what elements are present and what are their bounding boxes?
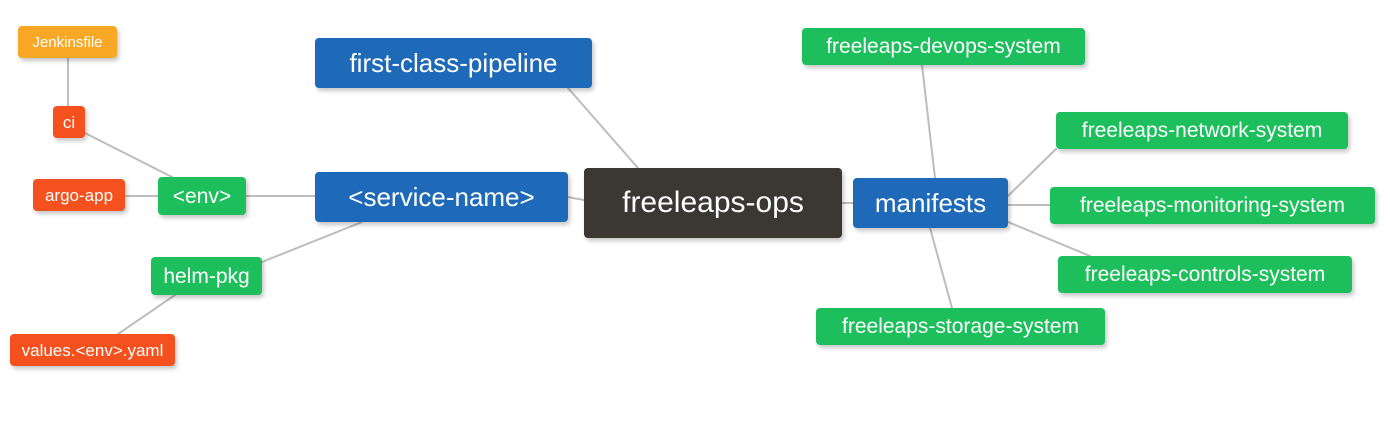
- mindmap-node-label-service-name: <service-name>: [348, 182, 535, 212]
- mindmap-node-label-freeleaps-ops: freeleaps-ops: [622, 186, 804, 219]
- mindmap-edge-service-name-to-helm-pkg: [261, 221, 363, 263]
- mindmap-node-label-first-class-pipeline: first-class-pipeline: [349, 48, 558, 78]
- mindmap-edge-manifests-to-freeleaps-controls-system: [1007, 221, 1091, 257]
- mindmap-node-freeleaps-ops[interactable]: freeleaps-ops: [584, 168, 842, 238]
- mindmap-node-freeleaps-devops-system[interactable]: freeleaps-devops-system: [802, 28, 1085, 65]
- mindmap-node-freeleaps-storage-system[interactable]: freeleaps-storage-system: [816, 308, 1105, 345]
- mindmap-node-env[interactable]: <env>: [158, 177, 246, 215]
- mindmap-node-label-jenkinsfile: Jenkinsfile: [32, 33, 103, 51]
- mindmap-node-jenkinsfile[interactable]: Jenkinsfile: [18, 26, 117, 58]
- mindmap-node-argo-app[interactable]: argo-app: [33, 179, 125, 211]
- mindmap-node-values-env-yaml[interactable]: values.<env>.yaml: [10, 334, 175, 366]
- mindmap-node-first-class-pipeline[interactable]: first-class-pipeline: [315, 38, 592, 88]
- mindmap-node-label-freeleaps-network-system: freeleaps-network-system: [1081, 119, 1323, 142]
- mindmap-node-helm-pkg[interactable]: helm-pkg: [151, 257, 262, 295]
- mindmap-edge-env-to-ci: [84, 132, 173, 178]
- mindmap-node-freeleaps-network-system[interactable]: freeleaps-network-system: [1056, 112, 1348, 149]
- mindmap-edge-freeleaps-ops-to-service-name: [567, 196, 585, 201]
- mindmap-node-label-freeleaps-devops-system: freeleaps-devops-system: [826, 35, 1061, 58]
- mindmap-node-service-name[interactable]: <service-name>: [315, 172, 568, 222]
- mindmap-edge-manifests-to-freeleaps-network-system: [1007, 148, 1057, 197]
- mindmap-node-label-freeleaps-monitoring-system: freeleaps-monitoring-system: [1080, 194, 1345, 217]
- mindmap-node-label-freeleaps-controls-system: freeleaps-controls-system: [1084, 263, 1326, 286]
- mindmap-node-label-env: <env>: [172, 184, 232, 208]
- mindmap-node-freeleaps-monitoring-system[interactable]: freeleaps-monitoring-system: [1050, 187, 1375, 224]
- mindmap-node-label-argo-app: argo-app: [44, 185, 114, 205]
- mindmap-node-label-helm-pkg: helm-pkg: [163, 264, 250, 288]
- mindmap-node-freeleaps-controls-system[interactable]: freeleaps-controls-system: [1058, 256, 1352, 293]
- mindmap-edge-manifests-to-freeleaps-devops-system: [921, 64, 936, 179]
- mindmap-node-label-freeleaps-storage-system: freeleaps-storage-system: [842, 315, 1079, 338]
- mindmap-edge-manifests-to-freeleaps-storage-system: [929, 227, 953, 309]
- mindmap-node-label-ci: ci: [62, 112, 76, 132]
- mindmap-edge-freeleaps-ops-to-first-class-pipeline: [567, 87, 639, 169]
- mindmap-node-label-manifests: manifests: [874, 188, 987, 218]
- mindmap-node-ci[interactable]: ci: [53, 106, 85, 138]
- mindmap-node-manifests[interactable]: manifests: [853, 178, 1008, 228]
- mindmap-node-label-values-env-yaml: values.<env>.yaml: [21, 340, 164, 360]
- mindmap-edge-helm-pkg-to-values-env-yaml: [117, 294, 176, 335]
